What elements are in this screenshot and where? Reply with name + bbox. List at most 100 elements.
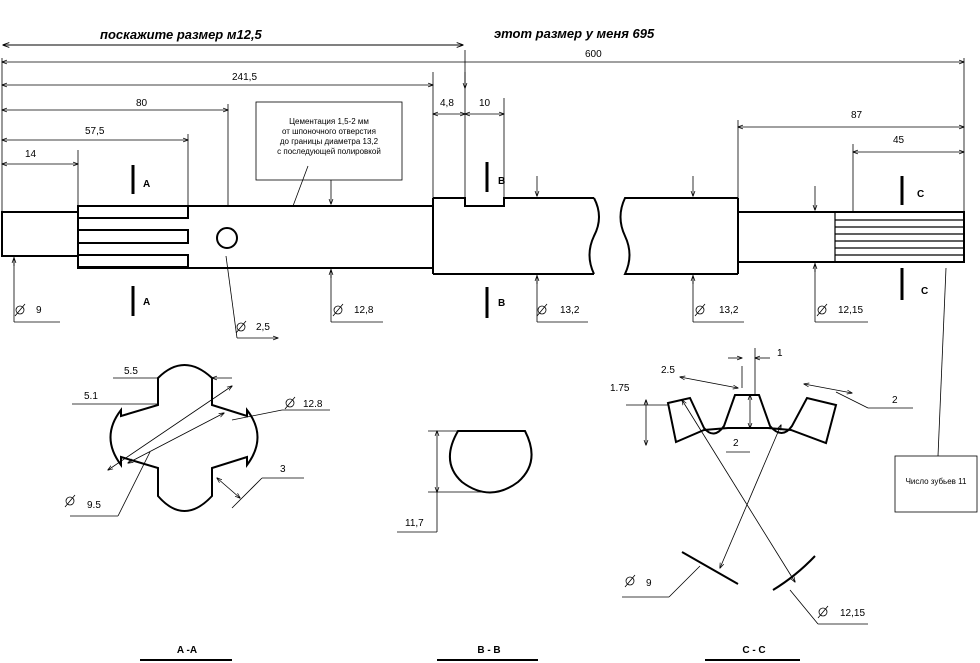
dia-9-symbol [15, 305, 25, 315]
aa-12-8-symbol [285, 398, 295, 408]
gear-teeth-profile [666, 394, 838, 445]
dia-12-15-symbol [817, 305, 827, 315]
section-dia-13-2-right [619, 197, 738, 275]
aa-3-text: 3 [280, 464, 286, 475]
section-cc: 1 2.5 1.75 2 2 9 12,15 C - C [610, 348, 913, 661]
dia-2-5-symbol [236, 322, 246, 332]
spline-groove-3 [77, 254, 189, 268]
cc-9-symbol-slash [624, 574, 636, 588]
dia-2-5-symbol-slash [235, 320, 247, 334]
note-line-2: от шпоночного отверстия [282, 127, 376, 136]
section-b-bottom-label: B [498, 298, 505, 309]
section-a-bottom-label: A [143, 297, 150, 308]
aa-5-1-text: 5.1 [84, 391, 98, 402]
cc-12-15-symbol-slash [817, 605, 829, 619]
end-section-dia-9 [1, 211, 79, 257]
overall-dimensions: 600 241,5 80 57,5 14 4,8 10 87 45 [2, 49, 964, 212]
teeth-note-box [894, 455, 978, 513]
dim-241-text: 241,5 [232, 72, 257, 83]
cc-2-pitch-text: 2 [892, 395, 898, 406]
aa-title: A -A [177, 645, 197, 656]
section-bb: 11,7 B - B [397, 430, 538, 661]
teeth-note-text: Число зубьев 11 [906, 477, 967, 486]
aa-12-8-leader [231, 409, 283, 421]
aa-5-5-text: 5.5 [124, 366, 138, 377]
cc-2-pitch-dim [804, 384, 852, 393]
note-box-frame [255, 101, 403, 181]
cc-12-15-text: 12,15 [840, 608, 865, 619]
cementation-note: Цементация 1,5-2 мм от шпоночного отверс… [255, 101, 403, 207]
bb-title: B - B [477, 645, 500, 656]
dia-12-8-symbol [333, 305, 343, 315]
note-line-1: Цементация 1,5-2 мм [289, 117, 369, 126]
aa-3-dim [217, 478, 240, 498]
dia-13-2-a-text: 13,2 [560, 305, 580, 316]
section-c-top-label: C [917, 189, 924, 200]
top-left-annotation: поскажите размер м12,5 [3, 27, 463, 45]
aa-12-8-dim [108, 386, 232, 470]
aa-9-5-symbol-slash [64, 494, 76, 508]
note-line-3: до границы диаметра 13,2 [280, 137, 379, 146]
spline-groove-1 [77, 205, 189, 219]
cc-12-15-symbol [818, 607, 828, 617]
aa-12-8-text: 12.8 [303, 399, 323, 410]
section-c-bottom-label: C [921, 286, 928, 297]
section-b-top-label: B [498, 176, 505, 187]
dia-13-2-b-text: 13,2 [719, 305, 739, 316]
dim-87-text: 87 [851, 110, 863, 121]
cc-9-text: 9 [646, 578, 652, 589]
splined-section-dia-12-8 [77, 205, 434, 269]
pin-hole [216, 227, 238, 249]
dim-80-text: 80 [136, 98, 148, 109]
dia-12-8-text: 12,8 [354, 305, 374, 316]
keyed-profile [449, 430, 533, 494]
dim-57-text: 57,5 [85, 126, 105, 137]
diameter-callouts: 9 2,5 12,8 13,2 13,2 [14, 176, 868, 338]
cc-2-5-text: 2.5 [661, 365, 675, 376]
dia-12-8-symbol-slash [332, 303, 344, 317]
dim-600-text: 600 [585, 49, 602, 60]
aa-9-5-leader [117, 451, 151, 517]
teeth-count-note: Число зубьев 11 [894, 267, 978, 513]
dia-13-2-b-symbol-slash [694, 303, 706, 317]
cc-title: C - C [742, 645, 765, 656]
gear-section-dia-12-15 [737, 211, 965, 263]
top-left-note-text: поскажите размер м12,5 [100, 27, 263, 42]
spline-profile [109, 364, 259, 512]
cc-1-75-text: 1.75 [610, 383, 630, 394]
dia-13-2-a-symbol [537, 305, 547, 315]
aa-9-5-text: 9.5 [87, 500, 101, 511]
dia-13-2-a-symbol-slash [536, 303, 548, 317]
note-line-4: с последующей полировкой [277, 147, 381, 156]
shaft-body [1, 197, 965, 275]
cc-9-leader [668, 565, 701, 598]
cc-9-symbol [625, 576, 635, 586]
dia-12-15-symbol-slash [816, 303, 828, 317]
dim-45-text: 45 [893, 135, 905, 146]
cc-1-text: 1 [777, 348, 783, 359]
note-leader [292, 165, 309, 207]
break-line-left [588, 197, 600, 275]
section-a-top-label: A [143, 179, 150, 190]
dia-13-2-b-symbol [695, 305, 705, 315]
top-right-note-text: этот размер у меня 695 [494, 26, 655, 41]
aa-9-5-symbol [65, 496, 75, 506]
dia-9-symbol-slash [14, 303, 26, 317]
dim-10-text: 10 [479, 98, 491, 109]
cc-9-dim [720, 425, 781, 568]
dim-14-text: 14 [25, 149, 37, 160]
dia-2-5-text: 2,5 [256, 322, 270, 333]
spline-groove-2 [77, 229, 189, 244]
aa-3-leader [231, 477, 263, 509]
dia-12-15-text: 12,15 [838, 305, 863, 316]
cc-2-pitch-leader [835, 391, 869, 409]
cc-12-15-leader [789, 589, 819, 625]
section-markers: A A B B C C [131, 162, 928, 318]
cc-2-5-dim [680, 377, 738, 388]
cc-2-height-text: 2 [733, 438, 739, 449]
aa-12-8-symbol-slash [284, 396, 296, 410]
dia-2-5-leader [225, 255, 238, 339]
dim-4-8-text: 4,8 [440, 98, 454, 109]
aa-9-5-dim [128, 413, 224, 463]
